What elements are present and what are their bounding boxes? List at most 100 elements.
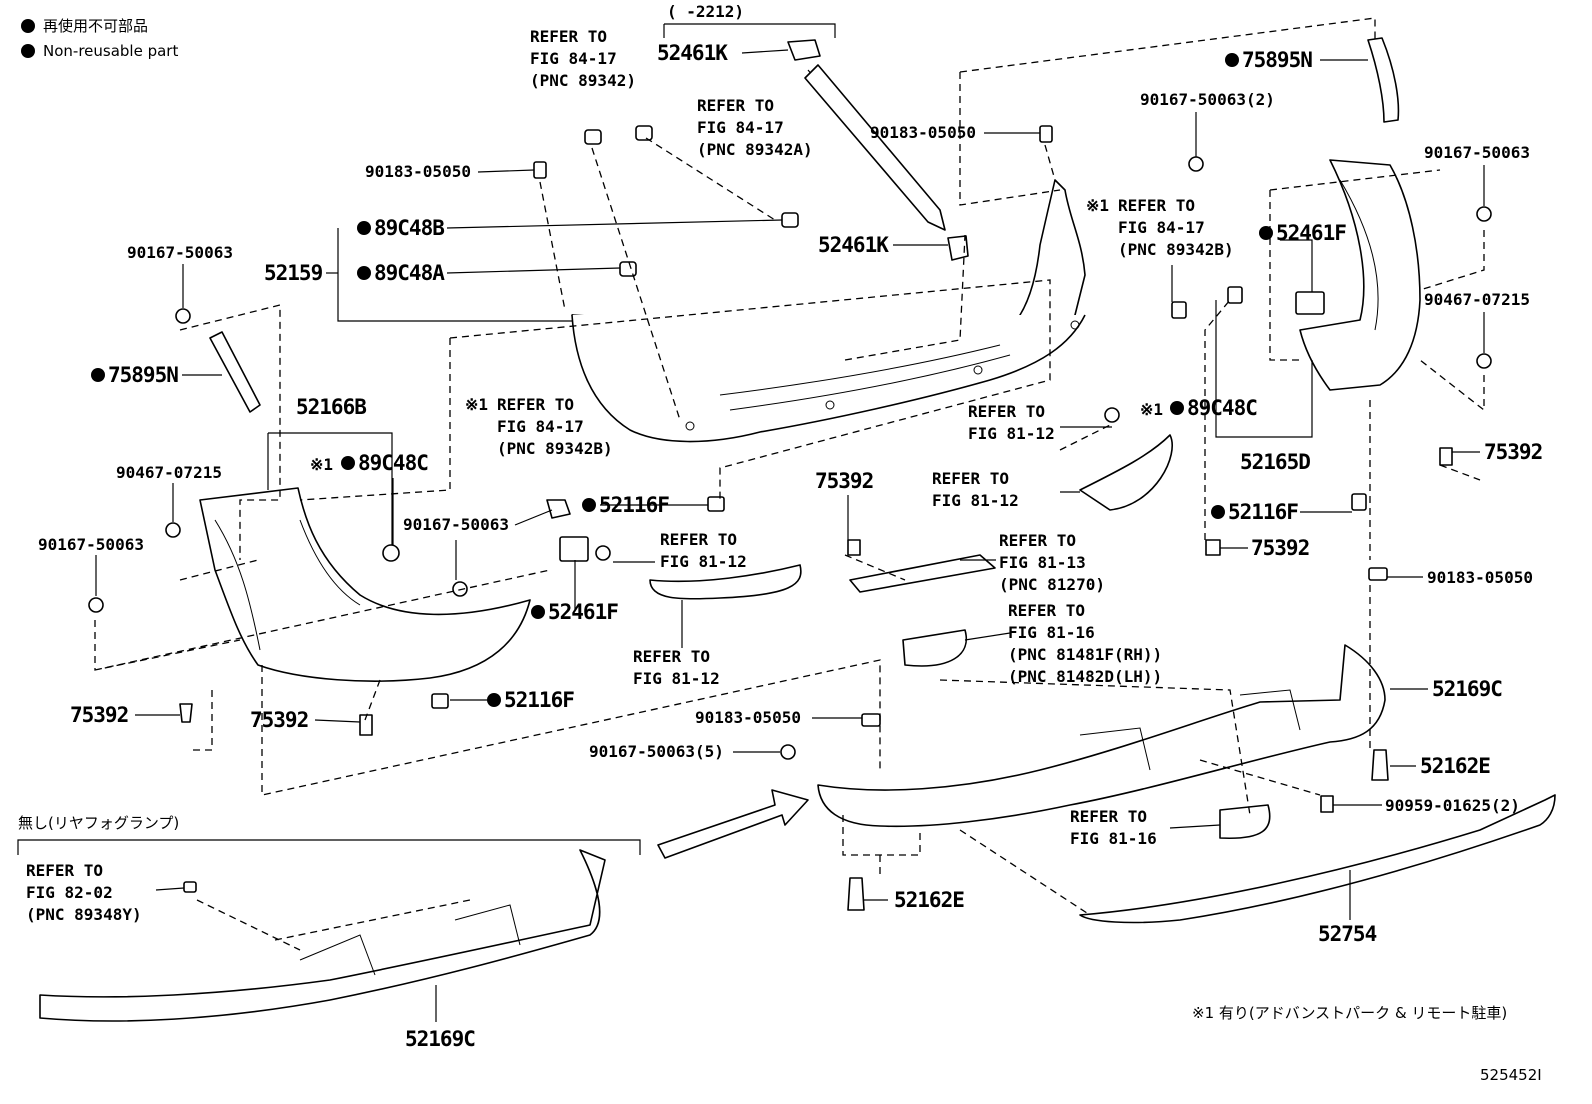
lower-bumper-nofog-shape: [39, 849, 606, 1022]
ref-84-17-c-line2: FIG 84-17: [497, 417, 584, 436]
label-90167-right: 90167-50063: [1424, 143, 1530, 162]
sensor-89C48C-left: [382, 544, 400, 562]
clip-52461K-mid: [947, 235, 969, 261]
clip-52116F-center: [707, 496, 725, 512]
clip-52461K-top: [787, 39, 821, 61]
footnote-mark-c: ※1: [465, 395, 488, 414]
label-75392-right: 75392: [1484, 440, 1542, 464]
label-90467-left: 90467-07215: [116, 463, 222, 482]
labels: 52461K REFER TO FIG 84-17 (PNC 89342) RE…: [18, 27, 1543, 1084]
dashed-guides: [94, 17, 1485, 951]
footnote-mark-right: ※1: [1140, 400, 1163, 419]
ref-84-17-b-line1: REFER TO: [697, 96, 774, 115]
bumper-cover-crease: [719, 344, 1011, 411]
label-90467-right: 90467-07215: [1424, 290, 1530, 309]
arrow-assembly-icon: [657, 789, 809, 859]
license-lamp-81-13: [849, 554, 996, 593]
date-range-bracket: [663, 23, 836, 38]
ref-81-13-line2: FIG 81-13: [999, 553, 1086, 572]
clip-52116F-right: [1351, 493, 1367, 511]
ref-81-16-a-line1: REFER TO: [1008, 601, 1085, 620]
label-52169C-lower: 52169C: [405, 1027, 475, 1051]
non-reusable-dot-icon: [21, 19, 35, 33]
label-89C48C-right: 89C48C: [1187, 396, 1257, 420]
left-bracket-shape: [199, 487, 531, 682]
lamp-right: [1079, 434, 1173, 511]
label-75392-left2: 75392: [250, 708, 308, 732]
ref-84-17-a-line3: (PNC 89342): [530, 71, 636, 90]
ref-81-12-a-line1: REFER TO: [660, 530, 737, 549]
label-90183-d: 90183-05050: [1427, 568, 1533, 587]
label-52461F-right: 52461F: [1276, 221, 1346, 245]
ref-81-16-a-line3: (PNC 81481F(RH)): [1008, 645, 1162, 664]
label-75895N-right: 75895N: [1242, 48, 1312, 72]
label-90959: 90959-01625(2): [1385, 796, 1520, 815]
ref-81-16-a-line2: FIG 81-16: [1008, 623, 1095, 642]
label-89C48B: 89C48B: [374, 216, 444, 240]
bumper-cover-lower-edge: [571, 314, 1086, 443]
footnote-mark-d: ※1: [1086, 196, 1109, 215]
label-90183-c: 90183-05050: [695, 708, 801, 727]
ref-81-12-b-line1: REFER TO: [633, 647, 710, 666]
footnote-mark-left: ※1: [310, 455, 333, 474]
legend-en-label: Non-reusable part: [43, 42, 178, 60]
ref-81-16-a-line4: (PNC 81482D(LH)): [1008, 667, 1162, 686]
left-bracket-52166B: [199, 487, 531, 682]
label-90183-a: 90183-05050: [365, 162, 471, 181]
clip-52116F-lower: [431, 693, 449, 709]
ref-81-12-c-line1: REFER TO: [968, 402, 1045, 421]
ref-81-12-a-line2: FIG 81-12: [660, 552, 747, 571]
ref-81-12-b-line2: FIG 81-12: [633, 669, 720, 688]
ref-84-17-b-line3: (PNC 89342A): [697, 140, 813, 159]
sensor-holder-d: [1171, 301, 1187, 319]
label-90183-b: 90183-05050: [870, 123, 976, 142]
without-group-label: 無し(リヤフォグランプ): [18, 814, 179, 832]
reflector-81-16-lh: [1219, 804, 1271, 840]
reflector-81-16-rh: [902, 629, 968, 667]
legend-jp-label: 再使用不可部品: [43, 17, 148, 35]
ref-82-02-line3: (PNC 89348Y): [26, 905, 142, 924]
label-52116F-center: 52116F: [599, 493, 669, 517]
label-52162E-right: 52162E: [1420, 754, 1490, 778]
ref-81-13-line1: REFER TO: [999, 531, 1076, 550]
leader-lines: [95, 49, 1485, 1022]
ref-84-17-d-line3: (PNC 89342B): [1118, 240, 1234, 259]
reflector-75895N-right: [1367, 37, 1400, 123]
label-52166B: 52166B: [296, 395, 366, 419]
ref-84-17-a-line1: REFER TO: [530, 27, 607, 46]
non-reusable-dot-icon: [21, 44, 35, 58]
label-52461F-left: 52461F: [548, 600, 618, 624]
label-52461K-mid: 52461K: [818, 233, 889, 257]
fasteners: [88, 156, 1492, 911]
ref-82-02-line2: FIG 82-02: [26, 883, 113, 902]
label-52162E-lower: 52162E: [894, 888, 964, 912]
label-75895N-left: 75895N: [108, 363, 178, 387]
ref-84-17-c-line1: REFER TO: [497, 395, 574, 414]
ref-82-02-line1: REFER TO: [26, 861, 103, 880]
footnote: ※1 有り(アドバンストパーク & リモート駐車): [1192, 1004, 1507, 1022]
label-90167-center: 90167-50063: [403, 515, 509, 534]
without-group-bracket: [17, 839, 641, 855]
trim-52754: [1079, 794, 1556, 924]
lamp-left: [649, 564, 802, 600]
ref-81-12-c-line2: FIG 81-12: [968, 424, 1055, 443]
label-52116F-lower: 52116F: [504, 688, 574, 712]
pad-52461F-left: [559, 536, 589, 562]
label-52165D: 52165D: [1240, 450, 1310, 474]
date-range-label: ( -2212): [667, 2, 744, 21]
pad-52461F-right: [1295, 291, 1325, 315]
lower-bumper-shape: [817, 644, 1386, 828]
sensor-holders: [533, 39, 1053, 277]
label-89C48A: 89C48A: [374, 261, 445, 285]
date-range-group: ( -2212): [663, 2, 836, 38]
ref-81-12-d-line1: REFER TO: [932, 469, 1009, 488]
label-90167-5: 90167-50063(5): [589, 742, 724, 761]
label-52754: 52754: [1318, 922, 1377, 946]
rear-bumper-cover: [571, 179, 1086, 443]
sensor-89C48C-right: [1227, 286, 1243, 304]
right-bracket-52165D: [1299, 159, 1421, 391]
ref-81-13-line3: (PNC 81270): [999, 575, 1105, 594]
ref-84-17-a-line2: FIG 84-17: [530, 49, 617, 68]
